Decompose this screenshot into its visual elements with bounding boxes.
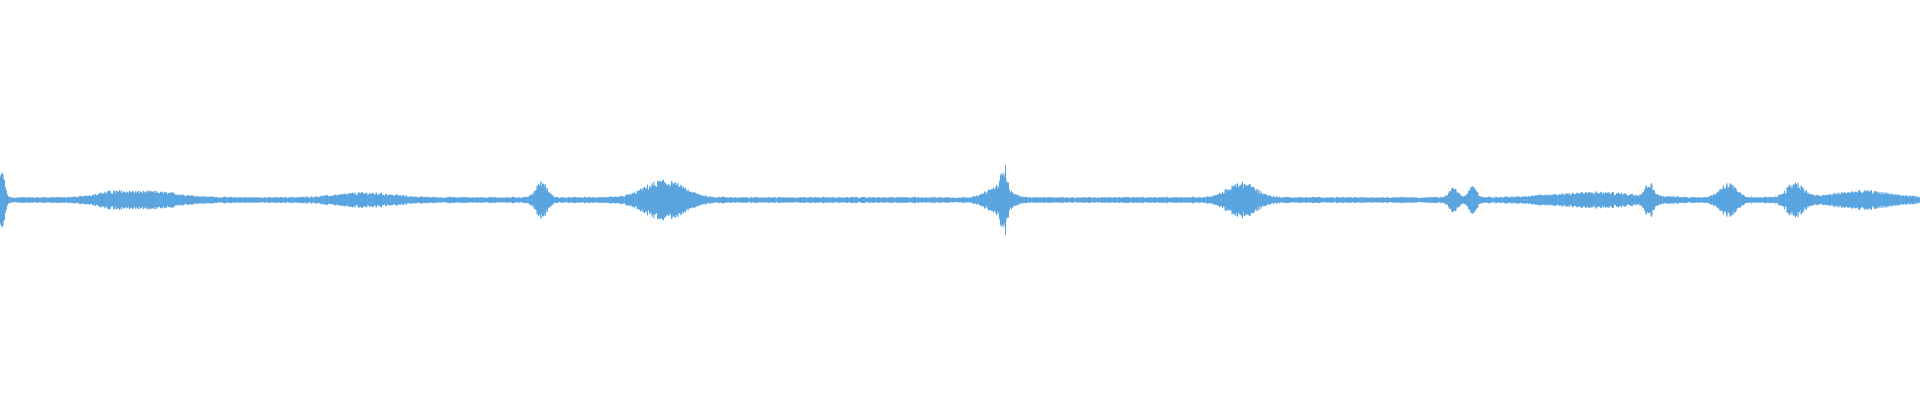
waveform-trace: [0, 165, 1920, 235]
